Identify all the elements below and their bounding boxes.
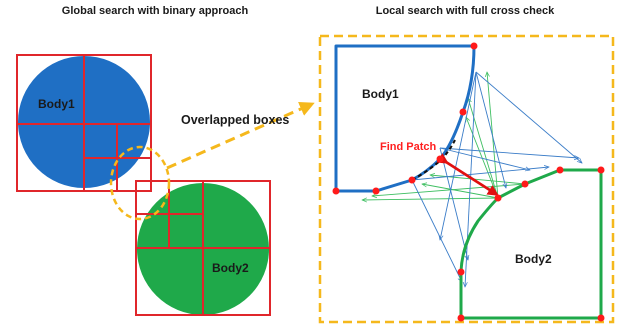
- right-panel: Body1 Body2 Find Patch: [318, 34, 615, 324]
- left-title: Global search with binary approach: [62, 5, 249, 17]
- find-patch-arrow: [436, 153, 499, 196]
- body1-bounding-boxes: [16, 54, 152, 192]
- body2-left-label: Body2: [212, 261, 249, 275]
- body2-bounding-boxes: [135, 180, 271, 316]
- body2-vertices: [457, 166, 605, 322]
- find-patch-label: Find Patch: [380, 141, 437, 153]
- overlapped-boxes-label: Overlapped boxes: [181, 113, 289, 127]
- body2-right-label: Body2: [515, 252, 552, 266]
- left-panel: Body1 Body2 Overlapped boxes: [16, 54, 315, 316]
- body1-left-label: Body1: [38, 97, 75, 111]
- cross-check-lines-blue: [411, 71, 582, 287]
- local-search-frame: [318, 34, 615, 324]
- overlap-arrow: [166, 101, 315, 170]
- body1-vertices: [332, 42, 478, 195]
- body2-outline: [459, 168, 603, 320]
- overlap-highlight: [109, 145, 171, 221]
- body1-right-label: Body1: [362, 87, 399, 101]
- body1-outline: [334, 44, 476, 193]
- right-title: Local search with full cross check: [376, 5, 555, 17]
